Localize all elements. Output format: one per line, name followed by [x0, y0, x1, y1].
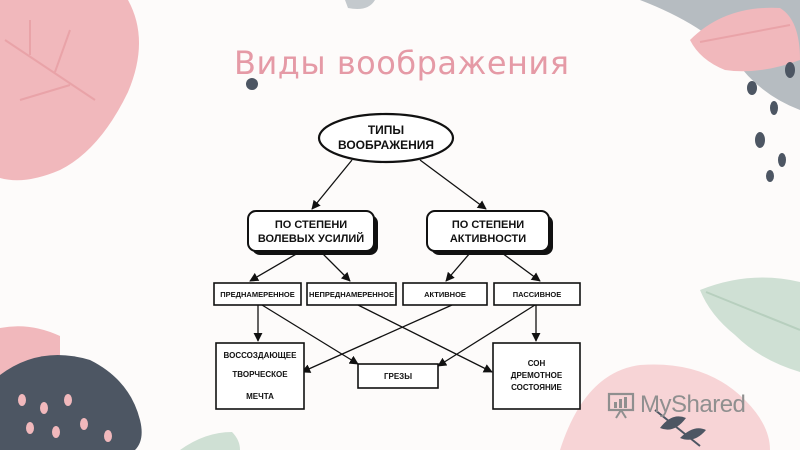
node-passive: ПАССИВНОЕ [493, 282, 581, 306]
volitional-line-2: ВОЛЕВЫХ УСИЛИЙ [258, 232, 364, 245]
root-line-1: ТИПЫ [368, 123, 404, 137]
activity-line-2: АКТИВНОСТИ [450, 233, 526, 245]
node-creative-results: ВОССОЗДАЮЩЕЕ ТВОРЧЕСКОЕ МЕЧТА [215, 342, 305, 410]
pink-dots-bottom-left [18, 394, 112, 442]
gray-leaf-top [345, 0, 375, 9]
result-daydream: МЕЧТА [246, 392, 274, 401]
node-sleep-results: СОН ДРЕМОТНОЕ СОСТОЯНИЕ [492, 342, 581, 410]
presentation-board-icon [607, 392, 635, 419]
passive-label: ПАССИВНОЕ [513, 290, 562, 299]
node-active: АКТИВНОЕ [402, 282, 488, 306]
result-sleep: СОН [528, 359, 546, 368]
active-label: АКТИВНОЕ [424, 290, 466, 299]
result-drowsy: ДРЕМОТНОЕ [511, 371, 563, 380]
arrow-unintentional-to-sleep [357, 304, 493, 373]
intentional-label: ПРЕДНАМЕРЕННОЕ [220, 290, 295, 299]
activity-line-1: ПО СТЕПЕНИ [452, 219, 524, 231]
leaves-top-right [640, 0, 800, 110]
pink-leaf-bottom-right [560, 364, 770, 450]
arrow-active-to-creative [301, 304, 453, 373]
watermark-text: MyShared [640, 391, 746, 418]
result-state: СОСТОЯНИЕ [511, 383, 562, 392]
seed-dots-right [246, 62, 795, 182]
green-leaves-right [700, 277, 800, 372]
diagram-arrows [249, 159, 541, 373]
node-unintentional: НЕПРЕДНАМЕРЕННОЕ [306, 282, 397, 306]
node-root: ТИПЫ ВООБРАЖЕНИЯ [317, 112, 455, 164]
dark-leaves-bottom-right [654, 409, 706, 447]
result-creative: ТВОРЧЕСКОЕ [232, 370, 288, 379]
pink-leaf-top-left [0, 0, 139, 181]
result-reveries: ГРЕЗЫ [384, 372, 412, 381]
arrow-volitional-to-unintentional [321, 252, 351, 282]
node-activity-degree: ПО СТЕПЕНИ АКТИВНОСТИ [426, 210, 553, 255]
arrow-root-to-activity [419, 159, 487, 210]
node-volitional-effort: ПО СТЕПЕНИ ВОЛЕВЫХ УСИЛИЙ [247, 210, 378, 255]
node-dreams: ГРЕЗЫ [357, 363, 439, 389]
arrow-activity-to-active [445, 252, 471, 282]
node-intentional: ПРЕДНАМЕРЕННОЕ [213, 282, 302, 306]
volitional-line-1: ПО СТЕПЕНИ [275, 219, 347, 231]
unintentional-label: НЕПРЕДНАМЕРЕННОЕ [309, 290, 394, 299]
result-recreative: ВОССОЗДАЮЩЕЕ [224, 351, 298, 360]
arrow-volitional-to-intentional [249, 252, 299, 282]
arrow-passive-to-dreams [437, 304, 536, 367]
root-line-2: ВООБРАЖЕНИЯ [338, 138, 434, 152]
arrow-root-to-volitional [311, 159, 353, 210]
arrow-activity-to-passive [501, 252, 541, 282]
slide-title: Виды воображения [234, 44, 570, 82]
myshared-watermark: MyShared [606, 390, 746, 420]
